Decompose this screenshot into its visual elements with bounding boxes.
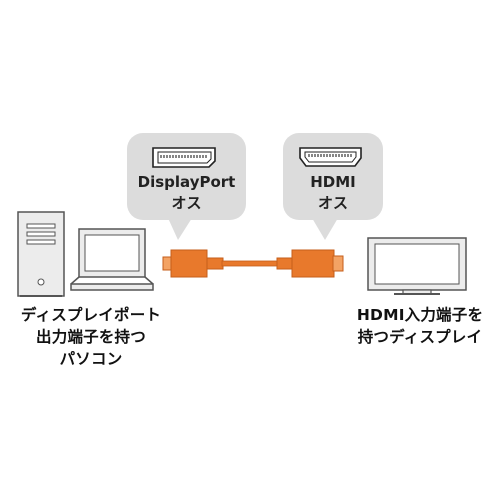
laptop-icon — [70, 228, 154, 291]
source-caption-line-2: 出力端子を持つ — [36, 328, 146, 346]
source-caption-line-3: パソコン — [59, 350, 123, 368]
displayport-bubble-label: DisplayPort オス — [127, 172, 246, 214]
source-device-caption: ディスプレイポート 出力端子を持つ パソコン — [6, 304, 176, 370]
destination-caption-line-1: HDMI入力端子を — [356, 306, 484, 324]
hdmi-gender-label: オス — [317, 194, 348, 212]
displayport-label: DisplayPort — [137, 173, 236, 191]
source-caption-line-1: ディスプレイポート — [20, 306, 162, 324]
cable-assembly — [162, 249, 344, 278]
hdmi-label: HDMI — [310, 173, 356, 191]
tv-display-icon — [367, 237, 467, 295]
hdmi-bubble-label: HDMI オス — [283, 172, 383, 214]
displayport-connector-icon — [152, 147, 216, 168]
hdmi-connector-icon — [299, 147, 362, 167]
destination-caption-line-2: 持つディスプレイ — [357, 328, 483, 346]
destination-device-caption: HDMI入力端子を 持つディスプレイ — [346, 304, 494, 348]
desktop-tower-icon — [17, 211, 65, 297]
displayport-gender-label: オス — [171, 194, 202, 212]
